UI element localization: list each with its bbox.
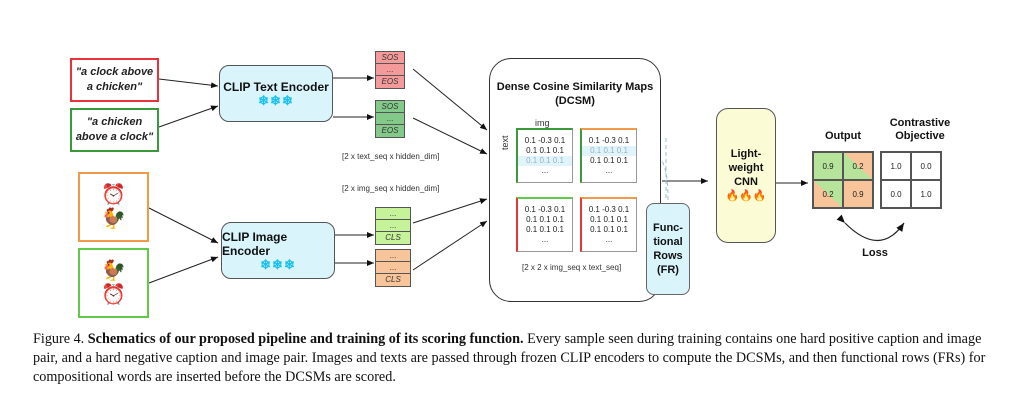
snowflake-icon: ❄❄❄ (258, 92, 294, 108)
fr-label-line: (FR) (656, 264, 679, 276)
matrix-row: ... (541, 235, 549, 244)
output-cell: 0.2 (843, 152, 873, 180)
text-encoder-label: CLIP Text Encoder (223, 79, 329, 94)
matrix-row: ... (541, 166, 549, 175)
fr-label-line: tional (653, 236, 683, 248)
chicken-icon: 🐓 (101, 260, 126, 282)
arrow-green-img-tokens-to-dcsm (412, 198, 488, 224)
text-dim-label: [2 x text_seq x hidden_dim] (342, 152, 440, 161)
dcsm-matrix-1: 0.1 -0.3 0.1 0.1 0.1 0.1 0.1 0.1 0.1 ... (516, 128, 573, 183)
output-cell: 0.9 (813, 152, 843, 180)
clip-image-encoder: CLIP Image Encoder ❄❄❄ (221, 222, 335, 279)
output-cell: 0.2 (813, 180, 843, 208)
dcsm-matrix-3: 0.1 -0.3 0.1 0.1 0.1 0.1 0.1 0.1 0.1 ... (516, 197, 573, 252)
red-text-tokens: SOS ... EOS (375, 51, 405, 89)
cnn-label-line: CNN (734, 176, 758, 188)
objective-cell: 0.0 (881, 180, 911, 208)
arrow-image2-to-image-encoder (148, 256, 219, 284)
token: EOS (376, 76, 404, 88)
objective-cell: 1.0 (881, 152, 911, 180)
token: SOS (376, 52, 404, 64)
cnn-label-line: Light- (730, 148, 762, 160)
image-clock-above-chicken: ⏰ 🐓 (78, 172, 149, 242)
negative-caption-box: "a clock above a chicken" (70, 58, 159, 102)
token: ... (376, 220, 410, 232)
fire-icon: 🔥🔥🔥 (725, 190, 767, 202)
matrix-row-highlighted: 0.1 0.1 0.1 (582, 146, 636, 156)
objective-cell: 0.0 (911, 152, 941, 180)
token: CLS (376, 232, 410, 244)
output-cell: 0.9 (843, 180, 873, 208)
positive-caption-text: "a chicken above a clock" (75, 116, 154, 143)
output-grid: 0.9 0.2 0.2 0.9 (812, 151, 874, 209)
arrow-neg-caption-to-text-encoder (158, 78, 219, 89)
dcsm-title: Dense Cosine Similarity Maps (DCSM) (489, 80, 661, 108)
loss-label: Loss (862, 247, 888, 259)
arrow-orange-img-tokens-to-dcsm (412, 220, 488, 271)
token: SOS (376, 101, 404, 113)
matrix-row: 0.1 -0.3 0.1 (588, 136, 630, 145)
matrix-row: 0.1 0.1 0.1 (590, 225, 628, 234)
alarm-clock-icon: ⏰ (101, 284, 126, 306)
contrastive-objective-title: Contrastive Objective (870, 117, 970, 143)
positive-caption-box: "a chicken above a clock" (70, 108, 159, 152)
objective-cell: 1.0 (911, 180, 941, 208)
axis-label-text: text (500, 135, 510, 150)
token: ... (376, 250, 410, 262)
chicken-icon: 🐓 (101, 208, 126, 230)
image-chicken-above-clock: 🐓 ⏰ (78, 248, 149, 318)
matrix-row: 0.1 0.1 0.1 (526, 215, 564, 224)
matrix-row-highlighted: 0.1 0.1 0.1 (518, 156, 572, 166)
clip-text-encoder: CLIP Text Encoder ❄❄❄ (219, 65, 333, 122)
token: EOS (376, 125, 404, 137)
arrow-pos-caption-to-text-encoder (158, 105, 219, 128)
image-encoder-label: CLIP Image Encoder (222, 229, 288, 258)
matrix-row: ... (605, 235, 613, 244)
dcsm-matrix-4: 0.1 -0.3 0.1 0.1 0.1 0.1 0.1 0.1 0.1 ... (580, 197, 637, 252)
token: ... (376, 113, 404, 125)
figure-caption-body: Every sample seen during training contai… (33, 331, 986, 385)
matrix-row: 0.1 0.1 0.1 (590, 215, 628, 224)
matrix-row: 0.1 0.1 0.1 (590, 156, 628, 165)
matrix-row: 0.1 0.1 0.1 (526, 225, 564, 234)
image-dim-label: [2 x img_seq x hidden_dim] (342, 184, 440, 193)
fr-label-line: Func- (653, 222, 683, 234)
alarm-clock-icon: ⏰ (101, 184, 126, 206)
axis-label-img: img (535, 118, 550, 128)
objective-title-line1: Contrastive (889, 117, 951, 129)
snowflake-icon: ❄❄❄ (260, 256, 296, 272)
dcsm-matrix-2: 0.1 -0.3 0.1 0.1 0.1 0.1 0.1 0.1 0.1 ... (580, 128, 637, 183)
token: ... (376, 64, 404, 76)
matrix-row: 0.1 -0.3 0.1 (588, 205, 630, 214)
loss-double-arrow (836, 214, 905, 241)
figure-caption: Figure 4. Schematics of our proposed pip… (33, 330, 1003, 387)
output-title: Output (824, 130, 862, 142)
dcsm-title-line1: Dense Cosine Similarity Maps (496, 81, 654, 93)
token: ... (376, 262, 410, 274)
arrow-image1-to-image-encoder (148, 207, 219, 244)
lightweight-cnn-box: Light- weight CNN 🔥🔥🔥 (716, 108, 776, 243)
token: ... (376, 208, 410, 220)
fr-label-line: Rows (653, 250, 683, 262)
arrow-red-tokens-to-dcsm (412, 68, 488, 131)
matrix-row: 0.1 0.1 0.1 (526, 146, 564, 155)
objective-title-line2: Objective (895, 130, 945, 142)
matrix-row: 0.1 -0.3 0.1 (524, 136, 566, 145)
matrix-row: 0.1 -0.3 0.1 (524, 205, 566, 214)
green-text-tokens: SOS ... EOS (375, 100, 405, 138)
dcsm-title-line2: (DCSM) (555, 95, 595, 107)
arrow-green-tokens-to-dcsm (412, 117, 488, 155)
dcsm-dim-label: [2 x 2 x img_seq x text_seq] (522, 263, 622, 272)
matrix-row: ... (605, 166, 613, 175)
cnn-label-line: weight (728, 162, 764, 174)
figure-label: Figure 4. (33, 331, 85, 347)
negative-caption-text: "a clock above a chicken" (75, 66, 154, 93)
functional-rows-box: Func- tional Rows (FR) (646, 203, 690, 295)
objective-grid: 1.0 0.0 0.0 1.0 (880, 151, 942, 209)
token: CLS (376, 274, 410, 286)
green-image-tokens: ... ... CLS (375, 207, 411, 245)
figure-caption-title: Schematics of our proposed pipeline and … (87, 331, 524, 347)
orange-image-tokens: ... ... CLS (375, 249, 411, 287)
